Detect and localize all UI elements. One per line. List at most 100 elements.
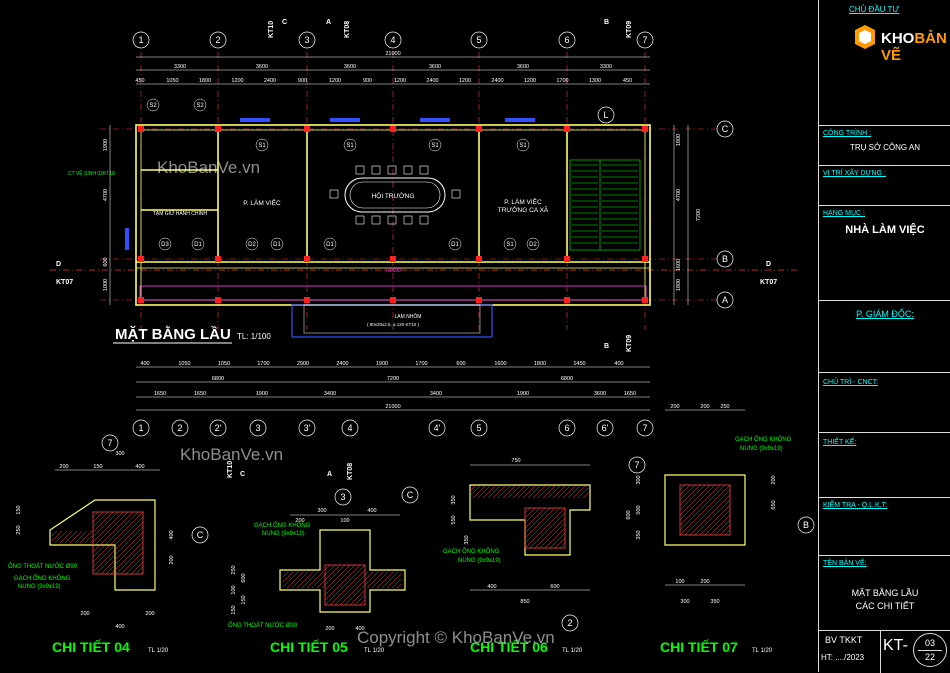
- axis-top-5: 5: [470, 31, 488, 49]
- watermark-site: KhoBanVe.vn: [157, 158, 261, 177]
- svg-text:400: 400: [135, 464, 144, 470]
- svg-text:600: 600: [241, 573, 247, 582]
- svg-text:B: B: [722, 254, 728, 264]
- section-a-mid: A: [327, 471, 332, 478]
- svg-text:100: 100: [340, 518, 349, 524]
- svg-text:1800: 1800: [676, 279, 682, 291]
- drawing-name-line1: MẶT BẰNG LẦU: [851, 588, 919, 598]
- svg-text:3: 3: [255, 423, 260, 433]
- svg-text:600: 600: [626, 510, 632, 519]
- svg-text:150: 150: [16, 505, 22, 514]
- svg-text:200: 200: [771, 475, 777, 484]
- item-value: NHÀ LÀM VIỆC: [845, 224, 925, 236]
- svg-text:200: 200: [700, 579, 709, 585]
- svg-text:21000: 21000: [385, 51, 400, 57]
- drawing-label: TÊN BẢN VẼ:: [823, 560, 867, 567]
- section-kt10-mid: KT10: [227, 461, 234, 478]
- svg-text:200: 200: [670, 404, 679, 410]
- svg-text:600: 600: [550, 584, 559, 590]
- director-label: P. GIÁM ĐỐC:: [856, 309, 914, 319]
- svg-text:3400: 3400: [430, 391, 442, 397]
- svg-text:4700: 4700: [103, 189, 109, 201]
- watermark-copyright: Copyright © KhoBanVe.vn: [357, 628, 555, 647]
- svg-text:400: 400: [169, 530, 175, 539]
- detail-07-title: CHI TIẾT 07: [660, 639, 738, 655]
- tag-d1-d: D1: [194, 242, 202, 248]
- section-kt07-right: KT07: [760, 279, 777, 286]
- tag-s1-b: S1: [346, 143, 354, 149]
- d06-axis-bottom: 2: [561, 614, 579, 632]
- svg-text:1: 1: [138, 35, 143, 45]
- section-b-top: B: [604, 19, 609, 26]
- director-row: P. GIÁM ĐỐC:: [819, 300, 950, 372]
- section-a-top: A: [326, 19, 331, 26]
- room-hall: HỘI TRƯỜNG: [372, 191, 415, 200]
- svg-text:750: 750: [511, 458, 520, 464]
- svg-text:3400: 3400: [324, 391, 336, 397]
- section-c-mid: C: [240, 471, 245, 478]
- svg-text:150: 150: [241, 595, 247, 604]
- axis-side-C: C: [716, 120, 734, 138]
- svg-text:250: 250: [16, 525, 22, 534]
- svg-text:2: 2: [567, 618, 572, 628]
- svg-text:1600: 1600: [676, 259, 682, 271]
- svg-text:1050: 1050: [166, 78, 178, 84]
- svg-text:3600: 3600: [594, 391, 606, 397]
- svg-text:3600: 3600: [517, 64, 529, 70]
- project-label: CÔNG TRÌNH :: [823, 130, 872, 137]
- svg-text:3300: 3300: [174, 64, 186, 70]
- svg-text:7: 7: [642, 35, 647, 45]
- svg-text:1: 1: [138, 423, 143, 433]
- title-block: CHỦ ĐẦU TƯ KHOBẢN VẼ CÔNG TRÌNH : TRỤ SỞ…: [818, 0, 950, 673]
- d04-axis-side: C: [191, 526, 209, 544]
- svg-text:600: 600: [456, 361, 465, 367]
- svg-text:100: 100: [675, 579, 684, 585]
- svg-text:100: 100: [231, 585, 237, 594]
- d04-label-pipe: ỐNG THOÁT NƯỚC Ø90: [8, 563, 78, 570]
- plan-scale: TL: 1/100: [237, 332, 271, 341]
- tag-s1-a: S1: [258, 143, 266, 149]
- section-b-bottom: B: [604, 343, 609, 350]
- phase: BV TKKT: [825, 635, 863, 645]
- svg-text:7: 7: [107, 438, 112, 448]
- svg-text:C: C: [407, 490, 414, 500]
- svg-text:300: 300: [317, 508, 326, 514]
- d07-label-brick2: NUNG (9x9x19): [740, 446, 783, 452]
- d05-label-brick2: NUNG (9x9x19): [262, 531, 305, 537]
- louvre-note: ( 80x20x2.5, a 120 KT10 ): [367, 322, 420, 327]
- watermark-site-2: KhoBanVe.vn: [180, 445, 284, 464]
- d06-axis-side: C: [401, 486, 419, 504]
- plan-title: MẶT BẰNG LẦU: [115, 325, 231, 343]
- svg-text:250: 250: [231, 565, 237, 574]
- svg-text:6800: 6800: [561, 376, 573, 382]
- axis-bottom-2: 2': [209, 419, 227, 437]
- drawing-name-row: TÊN BẢN VẼ: MẶT BẰNG LẦU CÁC CHI TIẾT: [819, 555, 950, 630]
- svg-text:6': 6': [602, 423, 609, 433]
- svg-text:150: 150: [93, 464, 102, 470]
- svg-text:3': 3': [304, 423, 311, 433]
- svg-text:1200: 1200: [524, 78, 536, 84]
- svg-text:1200: 1200: [329, 78, 341, 84]
- axis-bottom-3: 3: [249, 419, 267, 437]
- svg-text:200: 200: [59, 464, 68, 470]
- axis-bottom-4: 3': [298, 419, 316, 437]
- svg-text:6: 6: [564, 35, 569, 45]
- svg-text:2: 2: [177, 423, 182, 433]
- tag-d3: D3: [161, 242, 169, 248]
- detail-04-title: CHI TIẾT 04: [52, 639, 130, 655]
- axis-bottom-5: 4: [341, 419, 359, 437]
- tag-s1-e: S1: [506, 242, 514, 248]
- svg-text:650: 650: [771, 500, 777, 509]
- tag-d2-a: D2: [248, 242, 256, 248]
- svg-text:2400: 2400: [491, 78, 503, 84]
- svg-text:1050: 1050: [178, 361, 190, 367]
- tag-s2-b: S2: [196, 103, 204, 109]
- axis-bottom-9: 6': [596, 419, 614, 437]
- svg-text:300: 300: [680, 599, 689, 605]
- svg-text:1650: 1650: [194, 391, 206, 397]
- svg-text:2': 2': [215, 423, 222, 433]
- axis-side-A: A: [716, 291, 734, 309]
- svg-text:7: 7: [634, 460, 639, 470]
